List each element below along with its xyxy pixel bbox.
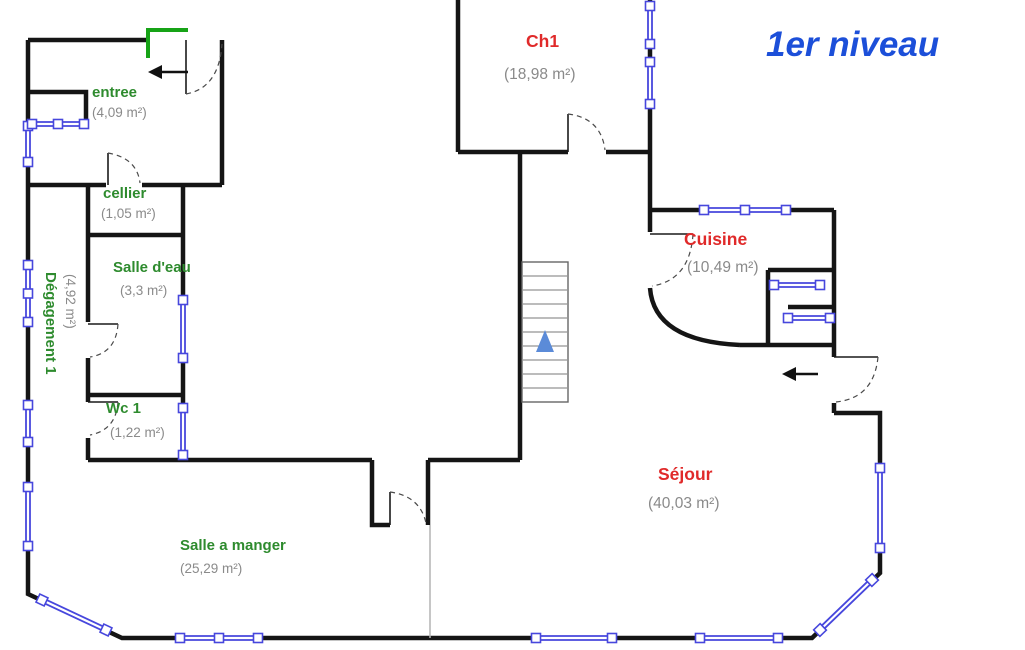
room-label-salle-deau: Salle d'eau	[113, 259, 191, 276]
staircase	[521, 261, 569, 403]
room-label-entree: entree	[92, 84, 137, 101]
room-area-ch1: (18,98 m²)	[504, 66, 576, 83]
room-label-cellier: cellier	[103, 185, 147, 202]
window-icon	[812, 572, 880, 638]
room-area-cuisine: (10,49 m²)	[687, 259, 759, 276]
walls	[25, 0, 883, 641]
ch1-door	[567, 113, 606, 152]
room-label-ch1: Ch1	[526, 31, 559, 51]
highlighted-wall-segment	[146, 28, 188, 58]
room-label-degagement: Dégagement 1	[42, 272, 59, 375]
room-area-degagement: (4,92 m²)	[63, 274, 78, 329]
window-icon	[874, 462, 886, 554]
window-icon	[768, 279, 826, 291]
alcove-door	[389, 491, 427, 525]
page-title: 1er niveau	[766, 25, 939, 64]
room-label-salle-a-manger: Salle a manger	[180, 537, 286, 554]
room-area-wc1: (1,22 m²)	[110, 425, 165, 440]
doors	[88, 40, 879, 525]
room-label-wc1: Wc 1	[106, 400, 141, 417]
window-icon	[177, 402, 189, 461]
cellier-door	[107, 152, 141, 185]
window-icon	[644, 0, 656, 50]
stairs-up-arrow-icon	[536, 330, 554, 352]
stair-treads	[523, 275, 567, 389]
room-area-entree: (4,09 m²)	[92, 105, 147, 120]
cuisine-door	[650, 233, 694, 287]
window-icon	[698, 204, 792, 216]
entrance-arrow-top	[148, 65, 188, 79]
entrance-door	[185, 40, 223, 95]
window-icon	[34, 592, 114, 638]
window-icon	[177, 294, 189, 364]
room-label-sejour: Séjour	[658, 464, 713, 484]
room-area-salle-deau: (3,3 m²)	[120, 283, 167, 298]
window-icon	[22, 399, 34, 448]
room-area-salle-a-manger: (25,29 m²)	[180, 561, 242, 576]
entrance-arrow-right	[782, 367, 818, 381]
window-icon	[782, 312, 836, 324]
window-icon	[26, 118, 90, 130]
sejour-entrance-door	[834, 356, 879, 403]
window-icon	[644, 56, 656, 110]
window-icon	[694, 632, 784, 644]
window-icon	[530, 632, 618, 644]
room-label-cuisine: Cuisine	[684, 229, 747, 249]
window-icon	[174, 632, 264, 644]
wc-door	[88, 401, 119, 436]
salle-deau-door	[88, 323, 119, 358]
room-area-cellier: (1,05 m²)	[101, 206, 156, 221]
window-icon	[22, 481, 34, 552]
room-area-sejour: (40,03 m²)	[648, 495, 720, 512]
window-icon	[22, 259, 34, 328]
windows	[22, 0, 886, 644]
room-labels: entree (4,09 m²) cellier (1,05 m²) Salle…	[42, 31, 759, 576]
